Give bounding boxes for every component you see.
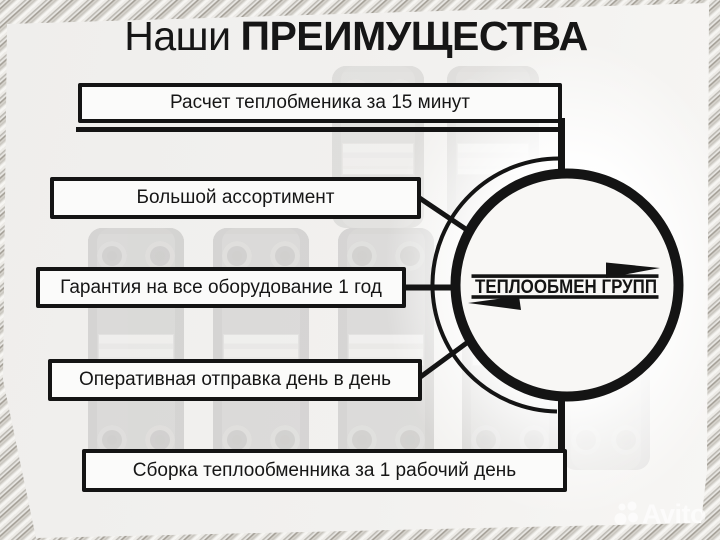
port-circle (145, 241, 175, 271)
advantage-box-2: Большой ассортимент (50, 177, 421, 219)
logo-rule-bottom (471, 295, 659, 299)
title-normal: Наши (124, 13, 231, 59)
advantage-label: Большой ассортимент (136, 187, 335, 208)
advantage-box-1: Расчет теплобменика за 15 минут (78, 83, 562, 123)
title-bold: ПРЕИМУЩЕСТВА (240, 13, 588, 59)
logo-text: ТЕПЛООБМЕН ГРУПП (475, 277, 657, 298)
logo-outer-arc (430, 156, 562, 414)
connector-box4-circle (417, 339, 470, 381)
port-circle (222, 241, 252, 271)
advantage-label: Гарантия на все оборудование 1 год (60, 276, 382, 298)
advantage-box-5: Сборка теплообменника за 1 рабочий день (82, 449, 567, 492)
avito-wordmark: Avito (642, 499, 706, 529)
advantage-label: Расчет теплобменика за 15 минут (169, 92, 471, 113)
advantage-box-4: Оперативная отправка день в день (48, 359, 422, 401)
logo-rule-top (471, 274, 659, 278)
logo-circle (450, 168, 684, 402)
avito-watermark: Avito (614, 499, 707, 529)
port-circle (97, 241, 127, 271)
connector-box2-circle (416, 194, 472, 235)
logo-arrow-right-icon (606, 262, 660, 278)
logo-arrow-left-icon (468, 296, 521, 310)
port-circle (347, 241, 377, 271)
advantage-label: Сборка теплообменника за 1 рабочий день (132, 459, 517, 481)
advantage-box-3: Гарантия на все оборудование 1 год (36, 267, 406, 308)
port-circle (270, 241, 300, 271)
avito-logo-icon (614, 501, 638, 525)
advantage-label: Оперативная отправка день в день (78, 369, 392, 390)
box1-underline (76, 127, 565, 132)
